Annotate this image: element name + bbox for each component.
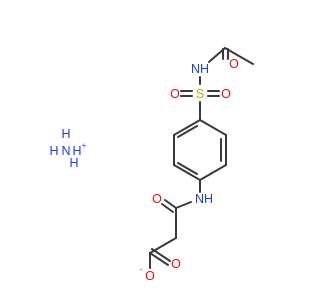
atom-label-amide-oxygen: O <box>229 57 239 71</box>
bond-carboxyl-o-1 <box>149 252 169 266</box>
charge-minus: - <box>140 265 143 274</box>
atom-label-anilide-oxygen: O <box>152 192 162 206</box>
atom-label-sulfur: S <box>196 87 204 101</box>
charge-plus: + <box>82 141 87 150</box>
bond-layer <box>149 47 254 269</box>
atom-label-ammonium-h-top: H <box>61 127 70 141</box>
atom-label-ammonium-nitrogen: N <box>61 144 70 158</box>
atom-label-ammonium-h-bottom: H <box>69 156 78 170</box>
bond-nh-carbonyl <box>175 201 192 209</box>
atom-label-amide-nh: NH <box>191 62 209 76</box>
structure-drawing: NH O S O O NH O O - O N H H H H + <box>49 47 254 283</box>
bond-anilide-c-o-1 <box>164 199 177 209</box>
ring-bond-6 <box>173 119 201 136</box>
bond-anilide-c-o-2 <box>161 203 174 213</box>
bond-methyl-carbonyl <box>224 47 254 65</box>
bond-carbonyl-nh <box>208 47 226 63</box>
atom-label-ammonium-h-right: H <box>72 144 81 158</box>
bond-carboxyl-o-2 <box>151 248 171 262</box>
atom-label-sulfonyl-oxygen-right: O <box>221 87 231 101</box>
atom-label-sulfonyl-oxygen-left: O <box>170 87 180 101</box>
atom-label-carboxylate-oxygen-minus: O <box>145 269 155 283</box>
atom-label-ammonium-h-left: H <box>49 144 58 158</box>
molecule-canvas: NH O S O O NH O O - O N H H H H + <box>49 47 254 283</box>
ring-inner-bond-3 <box>177 125 198 138</box>
ring-bond-4 <box>173 164 201 181</box>
atom-label-anilide-nh: NH <box>195 192 213 206</box>
ring-bond-1 <box>199 119 227 136</box>
atom-label-carboxylate-oxygen: O <box>171 257 181 271</box>
ring-bond-3 <box>199 164 227 181</box>
ring-inner-bond-2 <box>177 162 198 175</box>
